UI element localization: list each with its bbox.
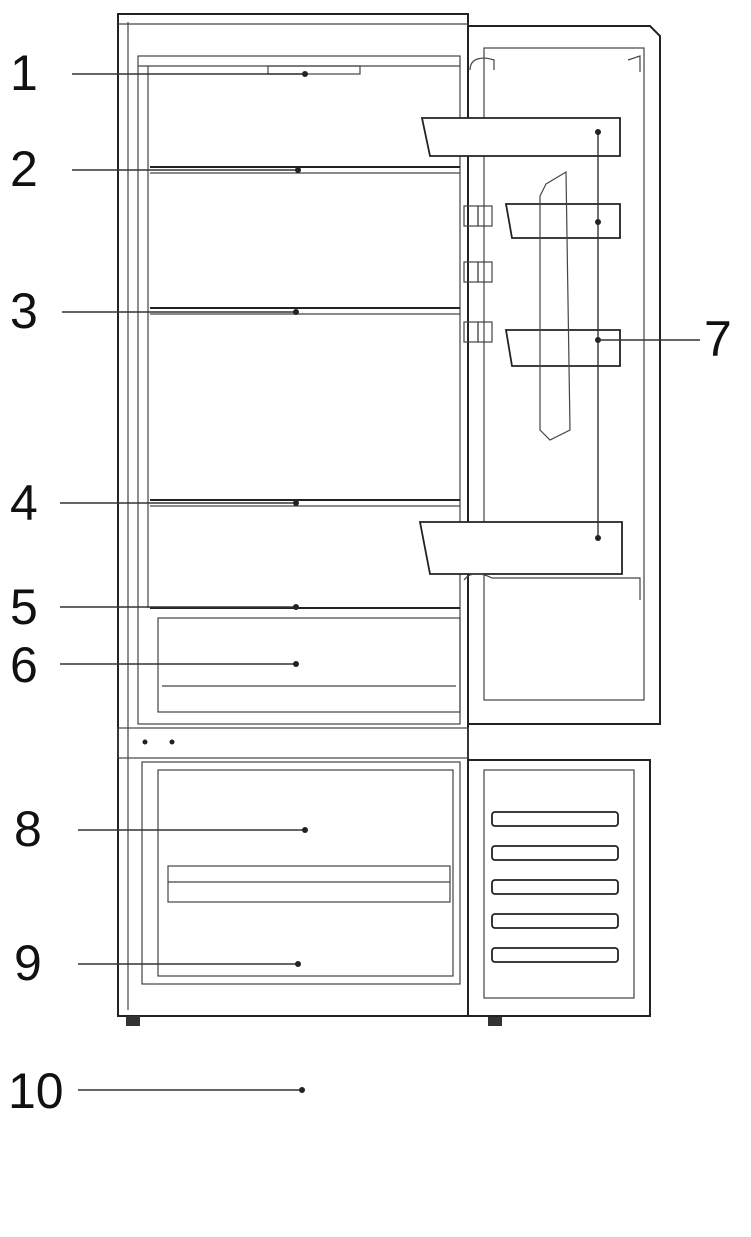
freezer-door [467,759,651,1017]
fridge-door [418,25,661,725]
shelves [150,65,461,903]
callout-labels: 1 2 3 4 5 6 7 8 9 10 [8,45,732,1119]
callout-4: 4 [10,475,38,531]
callout-9: 9 [14,935,42,991]
callout-5: 5 [10,579,38,635]
callout-10: 10 [8,1063,64,1119]
callout-6: 6 [10,637,38,693]
callout-2: 2 [10,141,38,197]
callout-1: 1 [10,45,38,101]
leader-lines [60,71,700,1093]
callout-7: 7 [704,311,732,367]
callout-3: 3 [10,283,38,339]
cabinet [117,13,502,1026]
callout-8: 8 [14,801,42,857]
